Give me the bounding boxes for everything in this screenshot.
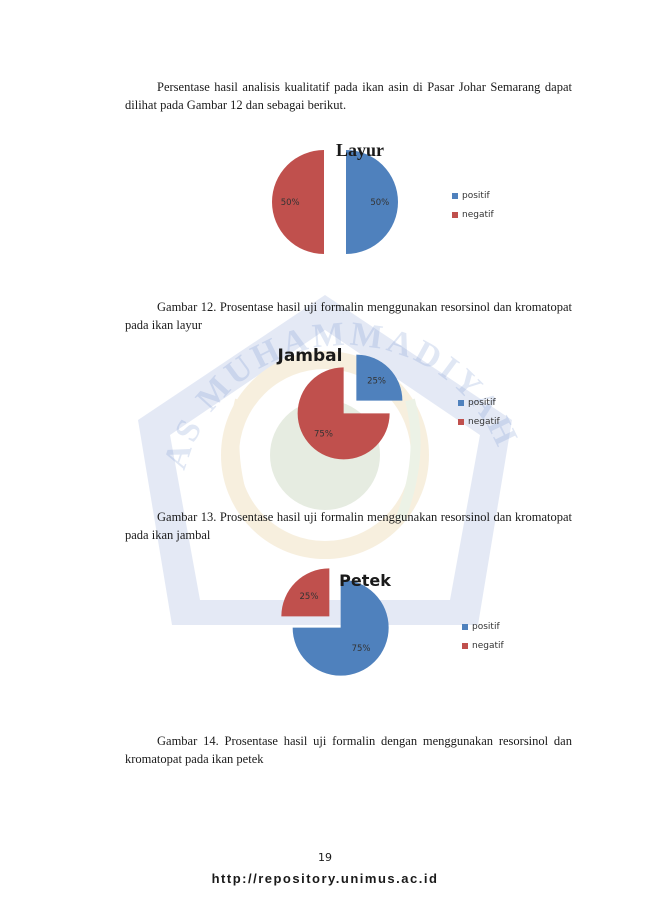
caption-figure-13: Gambar 13. Prosentase hasil uji formalin… [125,510,572,542]
pie-chart-layur: 50% 50% Layur [250,132,550,257]
legend-petek: positif negatif [462,617,504,655]
pie-slice-negatif [272,150,324,254]
legend-swatch-negatif [452,211,458,218]
pie-slice-positif [292,579,389,676]
legend-item-positif: positif [452,186,494,205]
pie-slice-positif [356,354,403,401]
legend-label: negatif [472,640,504,651]
legend-label: positif [468,397,496,408]
pie-label-negatif: 25% [300,592,319,602]
chart-title: Petek [339,571,391,590]
legend-jambal: positif negatif [458,393,500,431]
legend-swatch-negatif [458,418,464,425]
legend-swatch-positif [462,623,468,630]
pie-chart-layur-svg: 50% 50% Layur [272,140,398,254]
chart-title: Jambal [277,346,343,366]
legend-item-negatif: negatif [452,205,494,224]
intro-paragraph: Persentase hasil analisis kualitatif pad… [125,80,572,112]
pie-slice-negatif [281,568,330,617]
legend-item-negatif: negatif [458,412,500,431]
legend-layur: positif negatif [452,186,494,224]
legend-item-positif: positif [462,617,504,636]
legend-label: negatif [462,209,494,220]
footer-url: http://repository.unimus.ac.id [211,871,439,886]
legend-swatch-positif [452,192,458,199]
caption-figure-12: Gambar 12. Prosentase hasil uji formalin… [125,300,572,332]
pie-label-positif: 75% [352,644,371,654]
pie-slice-positif [346,150,398,254]
legend-swatch-negatif [462,642,468,649]
pie-chart-jambal-svg: 25% 75% Jambal [277,346,403,460]
legend-label: positif [462,190,490,201]
page-number: 19 [318,851,332,864]
legend-label: positif [472,621,500,632]
pie-chart-petek-svg: 75% 25% Petek [281,568,391,676]
pie-label-positif: 50% [370,198,389,208]
legend-item-positif: positif [458,393,500,412]
pie-chart-jambal: 25% 75% Jambal [250,340,460,465]
legend-label: negatif [468,416,500,427]
legend-swatch-positif [458,399,464,406]
caption-figure-14: Gambar 14. Prosentase hasil uji formalin… [125,734,572,766]
chart-title: Layur [336,140,384,160]
legend-item-negatif: negatif [462,636,504,655]
pie-label-negatif: 75% [314,430,333,440]
pie-chart-petek: 75% 25% Petek [265,565,445,695]
pie-label-positif: 25% [367,376,386,386]
pie-label-negatif: 50% [281,198,300,208]
